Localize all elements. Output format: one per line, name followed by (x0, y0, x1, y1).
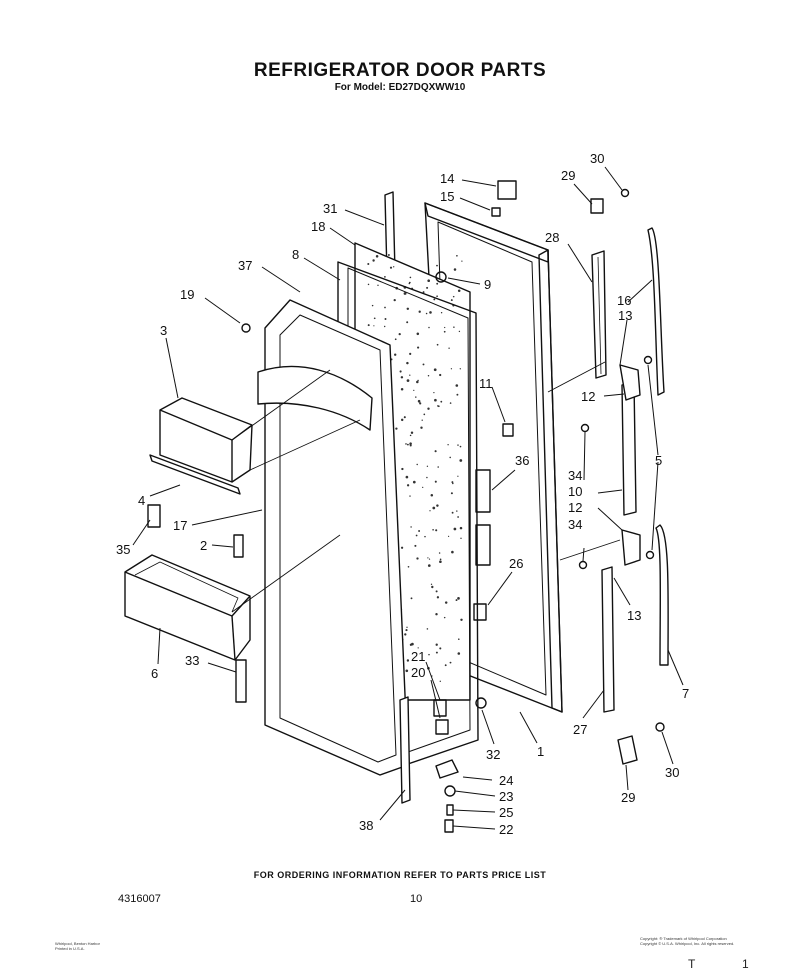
dairy-compartment-door (149, 397, 253, 495)
bracket-35 (147, 504, 161, 528)
inner-door-liner (257, 299, 409, 776)
callout-13-top: 13 (618, 308, 632, 323)
callout-38: 38 (359, 818, 373, 833)
handle-end-cap-top (619, 364, 641, 401)
handle-trim-7 (655, 524, 669, 666)
callout-37: 37 (238, 258, 252, 273)
fine-print-right-2: Copyright © U.S.A. Whirlpool, Inc. All r… (640, 941, 735, 946)
screw-34-top (580, 423, 590, 433)
door-bin (124, 554, 251, 661)
callout-7: 7 (682, 686, 689, 701)
callout-30-top: 30 (590, 151, 604, 166)
clip-11 (502, 423, 514, 437)
callout-11: 11 (479, 376, 493, 391)
hinge-cover-29-bottom (617, 735, 638, 765)
assembly-lines (231, 361, 621, 613)
callout-18: 18 (311, 219, 325, 234)
handle-end-cap-bottom (621, 529, 641, 566)
callout-6: 6 (151, 666, 158, 681)
callout-10: 10 (568, 484, 582, 499)
callout-33: 33 (185, 653, 199, 668)
screw-30-bottom (655, 722, 665, 732)
callout-32: 32 (486, 747, 500, 762)
corner-mark-1: 1 (742, 957, 749, 971)
callout-23: 23 (499, 789, 513, 804)
callout-17: 17 (173, 518, 187, 533)
screw-5-top (643, 355, 653, 365)
callout-30-bottom: 30 (665, 765, 679, 780)
corner-mark-t: T (688, 957, 696, 971)
callout-29-bottom: 29 (621, 790, 635, 805)
callout-22: 22 (499, 822, 513, 837)
callout-21: 21 (411, 649, 425, 664)
callout-15: 15 (440, 189, 454, 204)
callout-labels: 14 15 31 18 37 8 9 19 3 11 36 4 17 2 35 … (116, 151, 689, 837)
handle-trim-16 (647, 227, 665, 396)
screw-34-bottom (578, 560, 588, 570)
callout-12-top: 12 (581, 389, 595, 404)
ordering-note: FOR ORDERING INFORMATION REFER TO PARTS … (253, 870, 547, 880)
callout-35: 35 (116, 542, 130, 557)
fine-print-left-1: Whirlpool, Benton Harbor (55, 941, 100, 946)
callout-2: 2 (200, 538, 207, 553)
page-number: 10 (410, 893, 423, 905)
callout-8: 8 (292, 247, 299, 262)
handle-spacer-36b (475, 524, 491, 566)
lower-trim-strip (601, 566, 615, 713)
bracket-2 (233, 534, 244, 558)
callout-29-top: 29 (561, 168, 575, 183)
callout-27: 27 (573, 722, 587, 737)
clip-26 (473, 603, 487, 621)
callout-31: 31 (323, 201, 337, 216)
screw-19 (241, 323, 251, 333)
handle-spacer-36a (475, 469, 491, 513)
callout-leader-lines (132, 166, 684, 830)
bracket-33 (235, 659, 247, 703)
callout-12-bottom: 12 (568, 500, 582, 515)
callout-25: 25 (499, 805, 513, 820)
callout-36: 36 (515, 453, 529, 468)
callout-34-top: 34 (568, 468, 582, 483)
hinge-cover-29-top (590, 198, 604, 214)
fine-print-left-2: Printed in U.S.A. (55, 946, 85, 951)
callout-13-bottom: 13 (627, 608, 641, 623)
callout-1: 1 (537, 744, 544, 759)
callout-5: 5 (655, 453, 662, 468)
callout-9: 9 (484, 277, 491, 292)
nameplate-14 (497, 180, 517, 200)
bottom-trim-strip (399, 696, 411, 804)
screw-30-top (620, 188, 630, 198)
fine-print-right-1: Copyright: ® Trademark of Whirlpool Corp… (640, 936, 727, 941)
screw-5-bottom (645, 550, 655, 560)
callout-28: 28 (545, 230, 559, 245)
callout-26: 26 (509, 556, 523, 571)
callout-24: 24 (499, 773, 513, 788)
clip-15 (491, 207, 501, 217)
model-subtitle: For Model: ED27DQXWW10 (334, 82, 466, 93)
right-trim-strip (591, 250, 607, 379)
callout-4: 4 (138, 493, 145, 508)
screw-9 (435, 271, 447, 283)
document-number: 4316007 (118, 893, 161, 905)
callout-20: 20 (411, 665, 425, 680)
callout-19: 19 (180, 287, 194, 302)
callout-16: 16 (617, 293, 631, 308)
callout-34-bottom: 34 (568, 517, 582, 532)
door-handle (621, 381, 637, 516)
callout-14: 14 (440, 171, 454, 186)
callout-3: 3 (160, 323, 167, 338)
page-title: REFRIGERATOR DOOR PARTS (253, 60, 547, 81)
